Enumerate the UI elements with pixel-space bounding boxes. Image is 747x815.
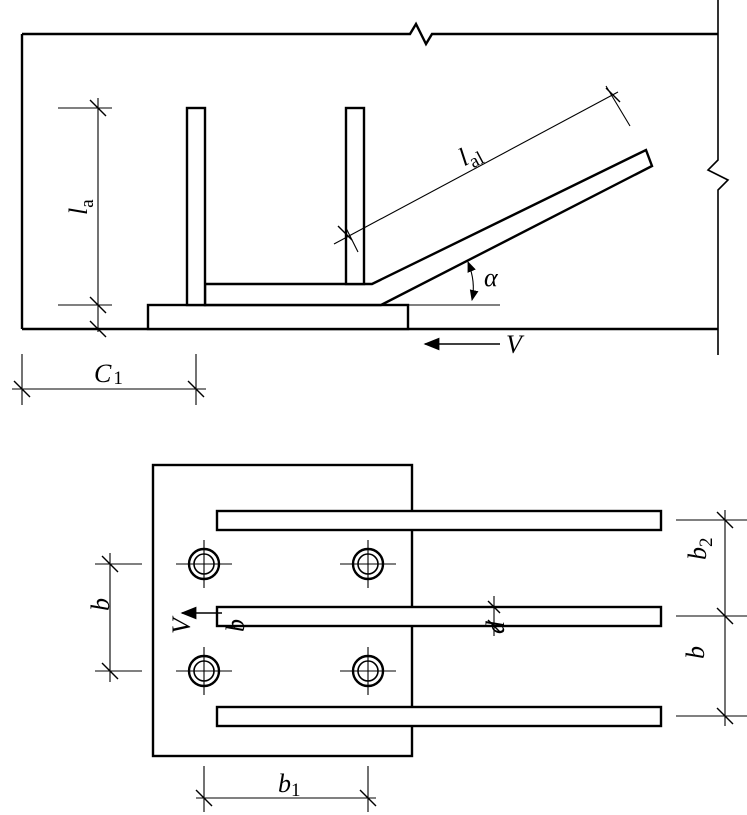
plan-bar-top [215,509,663,532]
dimension-b1: b1 [195,766,377,812]
label-la: l [64,208,93,215]
shear-force-elevation: V [423,330,525,359]
plan-view: b V b d b2 b [86,463,747,812]
bolt-hole-bottom-left [176,647,232,695]
dimension-d: d [481,596,510,636]
dimension-la: la [58,98,112,338]
label-alpha: α [484,263,499,292]
dimension-lal: lal [333,85,631,253]
label-b1-sub: 1 [291,780,301,801]
plan-bar-bottom [215,705,663,728]
label-v-elevation: V [506,330,525,359]
concrete-top-edge [22,21,718,47]
base-plate [146,303,410,331]
bolt-hole-bottom-right [340,647,396,695]
label-d: d [481,620,510,634]
label-b-middle: b [221,619,250,632]
dimension-b2-b-right: b2 b [676,510,747,726]
label-c1: C [94,359,112,388]
concrete-right-break-edge [706,0,730,355]
svg-text:b2: b2 [683,538,717,561]
anchor-bar-right [344,106,366,286]
label-b-left: b [86,598,115,611]
angle-alpha: α [400,260,500,306]
label-la-sub: a [77,199,98,208]
svg-text:la: la [64,199,98,215]
plan-bar-middle [215,605,663,628]
anchor-bar-left [185,106,207,307]
bolt-hole-top-left [176,540,232,588]
label-b2: b [683,547,712,560]
bolt-hole-top-right [340,540,396,588]
label-b2-sub: 2 [696,538,717,548]
svg-text:lal: lal [453,136,487,176]
label-b1: b [278,769,291,798]
svg-text:b1: b1 [278,769,301,801]
svg-text:C1: C1 [94,359,123,389]
dimension-b-left: b [86,553,142,682]
label-c1-sub: 1 [113,368,123,389]
bent-anchor-bar [203,148,654,307]
label-v-plan: V [167,615,196,634]
label-b-right: b [681,646,710,659]
shear-force-plan: V [167,606,222,634]
elevation-view: la lal α V [12,0,730,405]
